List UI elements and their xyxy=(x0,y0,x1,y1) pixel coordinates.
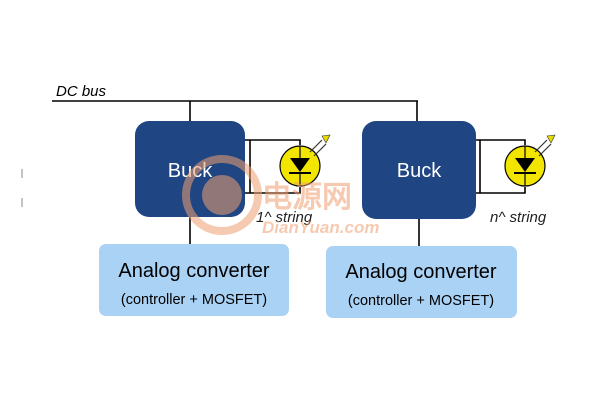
string-n-label: n^ string xyxy=(490,209,547,226)
analog-title-2: Analog converter xyxy=(345,261,497,283)
led-wire-bottom-1 xyxy=(245,187,301,194)
analog-box-2 xyxy=(326,246,517,318)
string-1-label: 1^ string xyxy=(256,209,313,226)
watermark-logo-icon xyxy=(182,155,262,235)
led-wire-bottom-2 xyxy=(476,187,526,194)
buck-label-2: Buck xyxy=(397,160,442,182)
led-icon-1 xyxy=(279,134,331,187)
analog-box-1 xyxy=(99,244,289,316)
dc-bus-label: DC bus xyxy=(56,83,107,100)
led-wire-top-1 xyxy=(245,139,301,145)
buck-box-2 xyxy=(362,121,476,219)
watermark-cn: 电源网 xyxy=(262,181,352,214)
analog-subtitle-2: (controller + MOSFET) xyxy=(348,293,494,309)
analog-title-1: Analog converter xyxy=(118,260,270,282)
watermark-en: DianYuan.com xyxy=(262,218,379,237)
led-wire-top-2 xyxy=(476,139,526,145)
watermark: 电源网 DianYuan.com xyxy=(182,155,379,237)
analog-subtitle-1: (controller + MOSFET) xyxy=(121,292,267,308)
led-icon-2 xyxy=(504,134,556,187)
watermark-plug-icon xyxy=(202,175,242,215)
